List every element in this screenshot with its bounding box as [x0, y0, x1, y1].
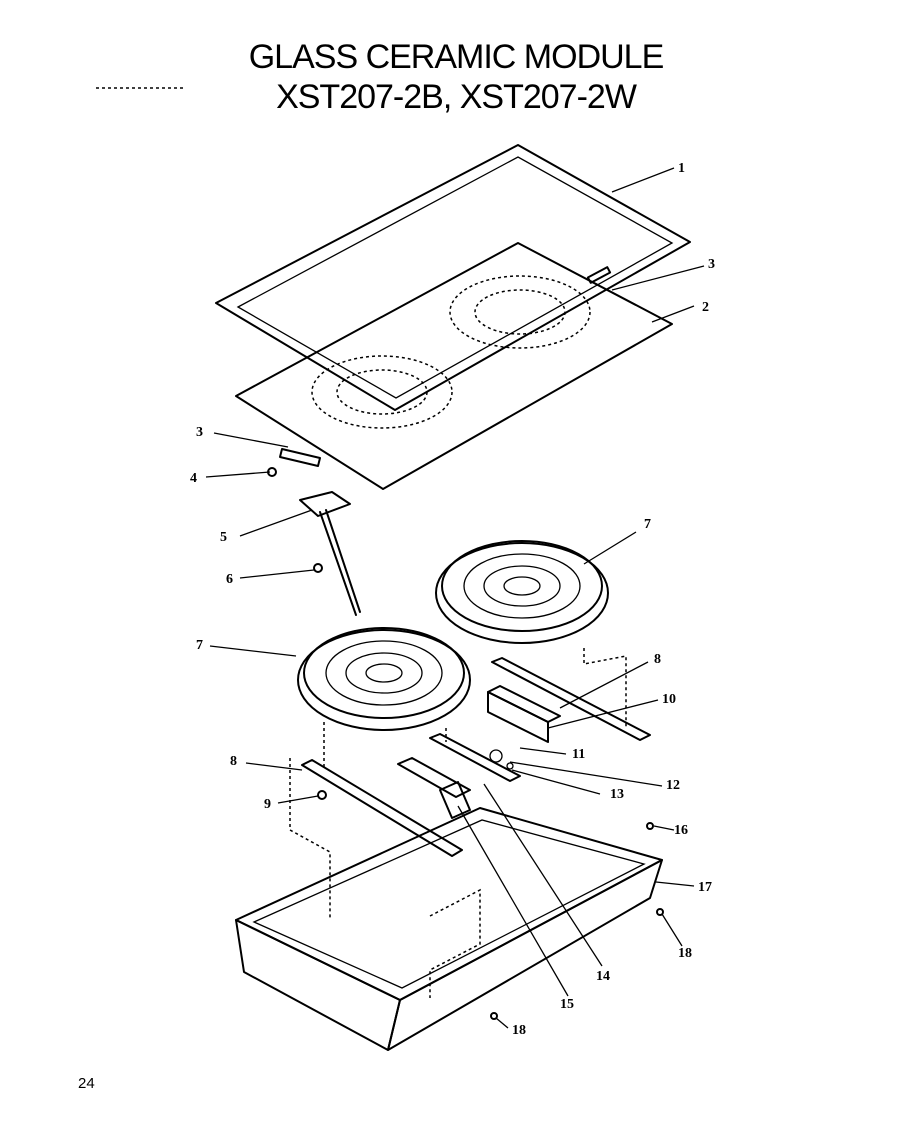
glass-ceramic-top: [235, 242, 673, 490]
callout-16: 16: [674, 823, 688, 838]
callout-11: 11: [572, 747, 585, 762]
model-numbers: XST207-2B, XST207-2W: [276, 78, 637, 116]
leader-lines: [205, 167, 705, 1029]
callout-7-left: 7: [196, 638, 203, 653]
callout-9: 9: [264, 797, 271, 812]
screw-18-bottom: [490, 1012, 498, 1020]
clip-left: [279, 448, 321, 467]
callout-numbers: 1 2 3 3 4 5 6 7 7 8 8 9 10 11 12 13 14 1…: [190, 161, 715, 1038]
callout-3-left: 3: [196, 425, 203, 440]
callout-8-right: 8: [654, 652, 661, 667]
callout-17: 17: [698, 880, 712, 895]
diagram-title: GLASS CERAMIC MODULE: [248, 38, 665, 76]
callout-6: 6: [226, 572, 233, 587]
bracket-left: [301, 759, 463, 857]
callout-1: 1: [678, 161, 685, 176]
callout-5: 5: [220, 530, 227, 545]
callout-15: 15: [560, 997, 574, 1012]
assembly-guides: [289, 648, 627, 998]
burner-box: [235, 807, 663, 1051]
radiant-element-right: [435, 540, 609, 644]
callout-8-left: 8: [230, 754, 237, 769]
bracket-right: [491, 657, 651, 741]
screw-18-right: [656, 908, 664, 916]
callout-18-right: 18: [678, 946, 692, 961]
callout-14: 14: [596, 969, 610, 984]
glass-frame: [215, 144, 691, 411]
radiant-element-left: [297, 627, 471, 731]
callout-18-bottom: 18: [512, 1023, 526, 1038]
terminal-block: [397, 685, 561, 819]
callout-13: 13: [610, 787, 624, 802]
callout-3-right: 3: [708, 257, 715, 272]
screw-16: [646, 822, 654, 830]
callout-2: 2: [702, 300, 709, 315]
callout-4: 4: [190, 471, 197, 486]
callout-7-right: 7: [644, 517, 651, 532]
callout-10: 10: [662, 692, 676, 707]
page-number: 24: [78, 1075, 95, 1092]
screw-9: [317, 790, 327, 800]
clip-right: [586, 266, 612, 284]
callout-12: 12: [666, 778, 680, 793]
